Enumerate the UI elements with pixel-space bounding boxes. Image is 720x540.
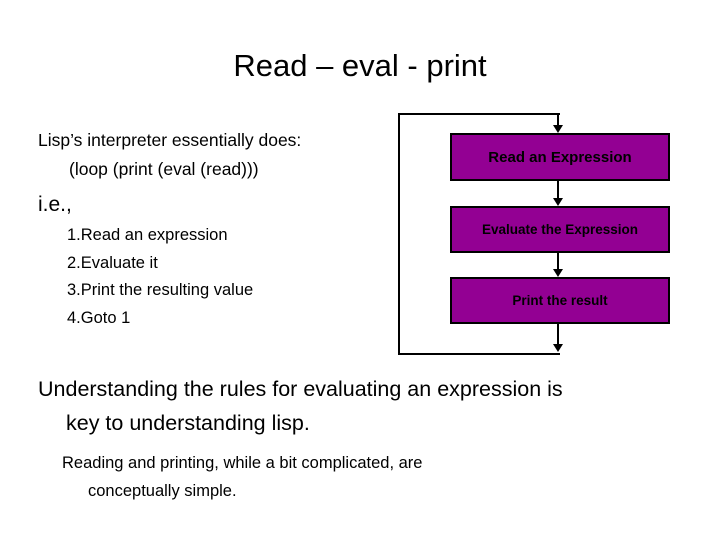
flowchart: Read an Expression Evaluate the Expressi… (388, 100, 688, 370)
summary-text: Understanding the rules for evaluating a… (38, 372, 683, 440)
list-item: 2.Evaluate it (67, 253, 158, 272)
summary-line-2: key to understanding lisp. (66, 411, 310, 435)
list-item: 3.Print the resulting value (67, 281, 254, 299)
connector-loop-to-read (557, 113, 559, 127)
flow-node-read-label: Read an Expression (488, 148, 632, 166)
ie-line: i.e., (38, 193, 72, 216)
arrowhead-into-eval-icon (553, 198, 563, 206)
list-item: 4.Goto 1 (67, 308, 131, 327)
note-line-2: conceptually simple. (88, 482, 237, 500)
flow-node-read[interactable]: Read an Expression (450, 133, 670, 181)
flow-node-print[interactable]: Print the result (450, 277, 670, 324)
loop-return-top-connector (398, 113, 560, 115)
page-title: Read – eval - print (233, 48, 487, 83)
flow-node-eval[interactable]: Evaluate the Expression (450, 206, 670, 253)
list-item: 1.Read an expression (67, 226, 228, 244)
loop-return-left-connector (398, 113, 400, 355)
code-line: (loop (print (eval (read))) (69, 159, 259, 179)
note-text: Reading and printing, while a bit compli… (62, 449, 592, 505)
note-line-1: Reading and printing, while a bit compli… (62, 454, 423, 472)
flow-node-print-label: Print the result (512, 293, 608, 308)
arrowhead-into-loop-icon (553, 344, 563, 352)
steps-list: 1.Read an expression 2.Evaluate it 3.Pri… (38, 222, 383, 332)
body-text-block: Lisp’s interpreter essentially does: (lo… (38, 126, 383, 332)
connector-print-to-loop (557, 324, 559, 346)
connector-read-to-eval (557, 181, 559, 200)
arrowhead-into-print-icon (553, 269, 563, 277)
arrowhead-into-read-icon (553, 125, 563, 133)
loop-return-bottom-connector (398, 353, 560, 355)
intro-line: Lisp’s interpreter essentially does: (38, 130, 302, 150)
connector-eval-to-print (557, 253, 559, 270)
summary-line-1: Understanding the rules for evaluating a… (38, 377, 563, 401)
flow-node-eval-label: Evaluate the Expression (481, 222, 639, 237)
